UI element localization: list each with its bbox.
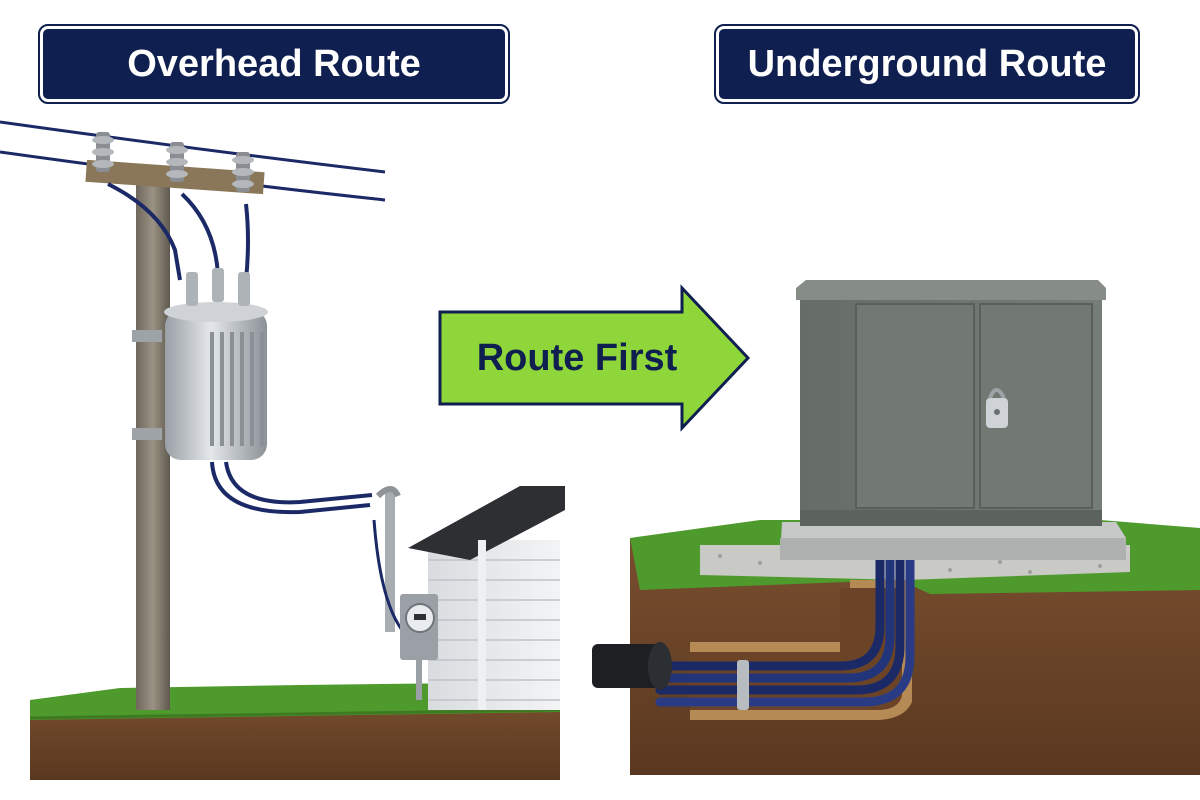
house	[408, 486, 565, 710]
overhead-route-title: Overhead Route	[38, 24, 510, 104]
concrete-pad	[780, 522, 1126, 560]
service-drop-cable	[210, 461, 373, 515]
service-mast	[372, 486, 404, 632]
underground-scene	[592, 280, 1200, 775]
underground-route-title: Underground Route	[714, 24, 1140, 104]
pole-transformer	[132, 268, 268, 460]
padlock-icon	[986, 388, 1008, 428]
pad-mounted-cabinet	[796, 280, 1106, 526]
route-first-label: Route First	[476, 336, 678, 379]
conduit-pipe	[592, 642, 672, 690]
route-first-arrow	[438, 284, 751, 432]
transformer-primary-leads	[107, 182, 250, 281]
cable-clamp	[737, 660, 749, 710]
electric-meter	[400, 594, 438, 700]
pole-insulators	[92, 132, 254, 192]
underground-cable-bundle	[655, 523, 915, 707]
overhead-scene	[0, 120, 565, 780]
